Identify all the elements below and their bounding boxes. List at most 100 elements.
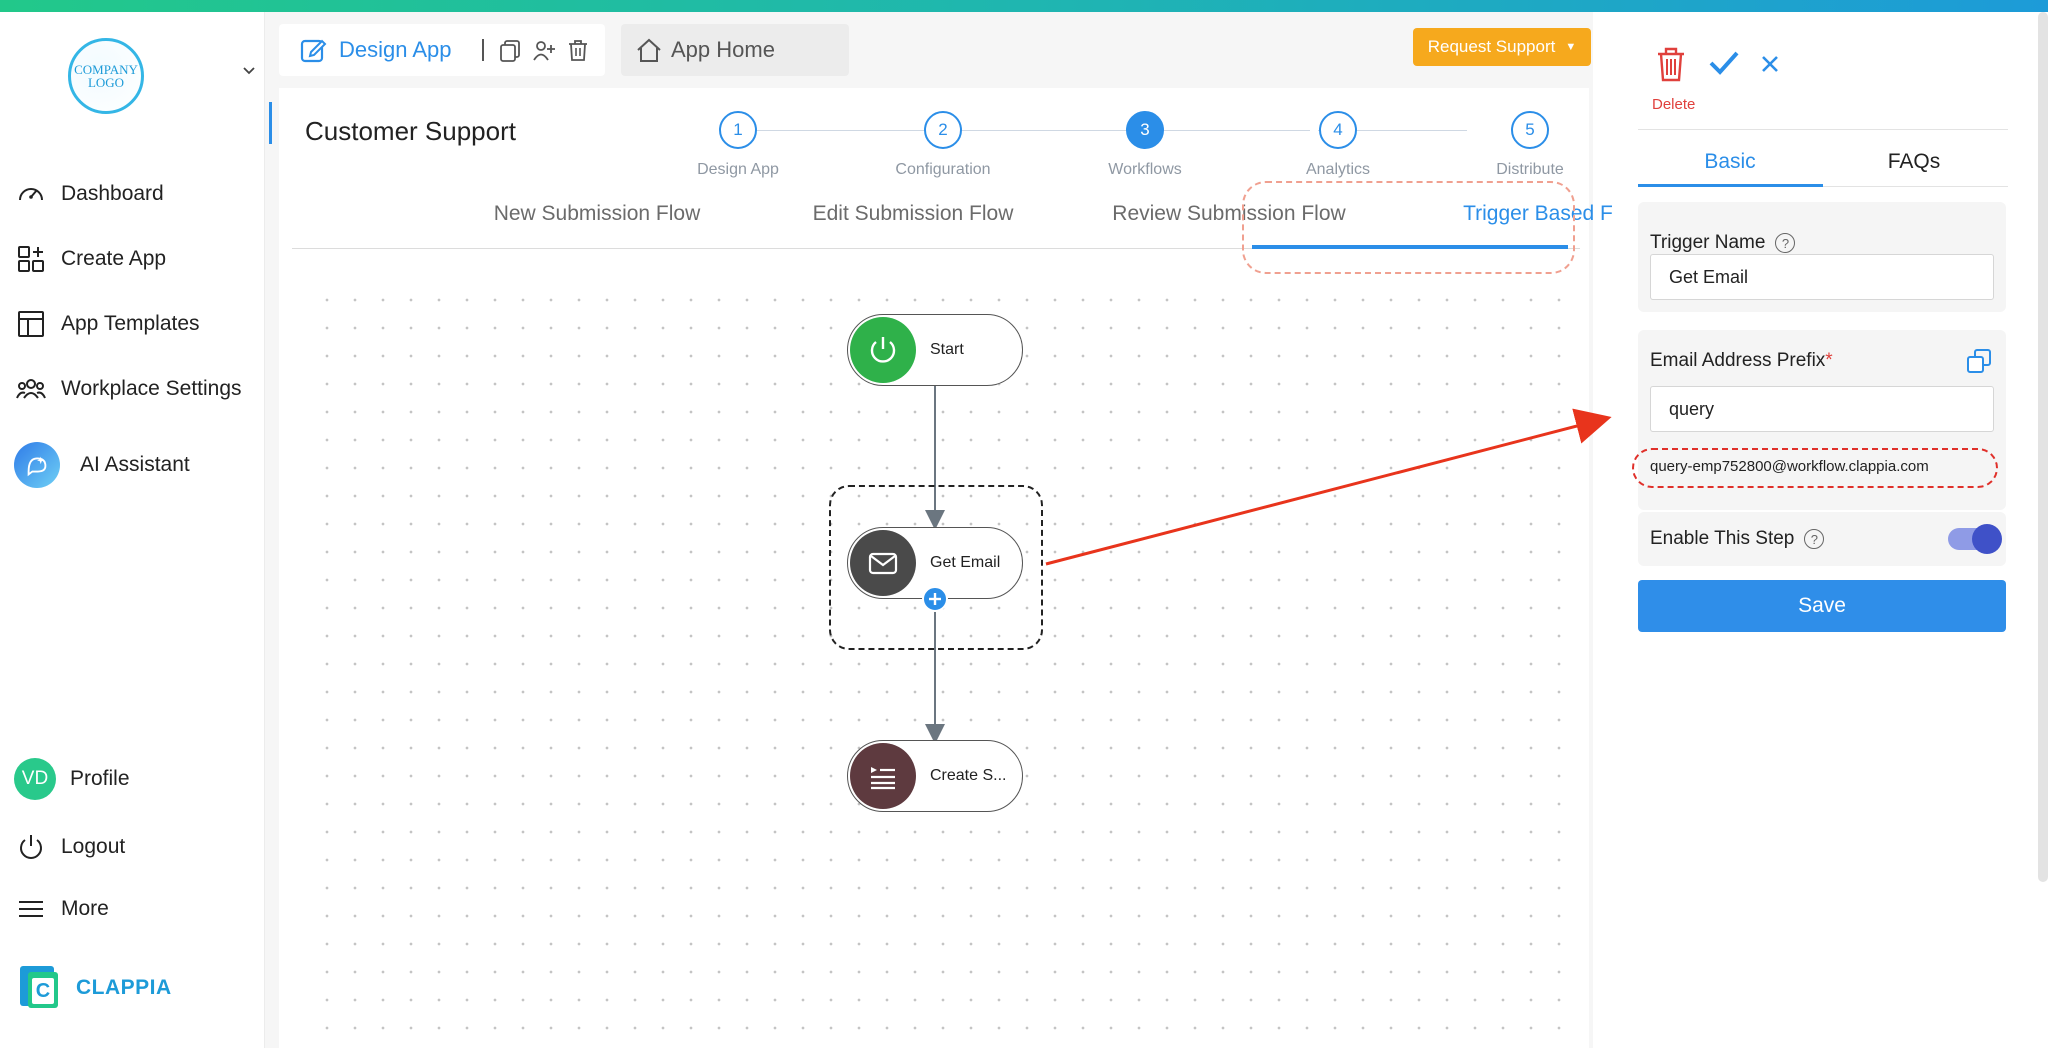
designer-panel: Customer Support 1 2 3 4 5 Design App Co… [269,88,1655,1048]
email-prefix-card: Email Address Prefix* query-emp752800@wo… [1632,330,2006,510]
sidebar-item-label: Logout [61,835,126,858]
ai-sparkle-icon [14,442,60,488]
sidebar-item-logout[interactable]: Logout [16,827,125,867]
sidebar: COMPANY LOGO Dashboard Create App App Te… [0,12,265,1048]
close-icon[interactable] [1760,54,1780,74]
edit-icon [300,39,327,63]
annotation-highlight [1242,181,1575,274]
sidebar-item-dashboard[interactable]: Dashboard [16,174,164,214]
page-accent [269,102,272,144]
trigger-name-input[interactable] [1650,254,1994,300]
sidebar-item-label: Workplace Settings [61,377,242,400]
sidebar-item-workplace-settings[interactable]: Workplace Settings [16,369,242,409]
tab-edit-submission-flow[interactable]: Edit Submission Flow [812,202,1014,225]
tabs-divider [292,248,1580,249]
tab-home-label: App Home [671,37,775,62]
page-title: Customer Support [305,116,516,146]
enable-step-label: Enable This Step ? [1650,528,1825,550]
stepper-line [1318,130,1467,131]
sidebar-item-label: AI Assistant [80,453,190,476]
sidebar-item-label: Create App [61,247,167,270]
add-step-icon[interactable] [922,586,948,612]
copy-icon[interactable] [498,38,522,62]
step-label: Distribute [1496,161,1564,178]
step-5[interactable]: 5 [1511,111,1549,149]
sidebar-item-label: Dashboard [61,182,164,205]
stepper-line [726,130,1310,131]
add-user-icon[interactable] [532,38,556,62]
users-icon [16,379,46,399]
node-label: Create S... [930,767,1007,784]
step-4[interactable]: 4 [1319,111,1357,149]
node-label: Start [930,341,964,358]
annotation-highlight [1632,448,1998,488]
brand-name: CLAPPIA [76,976,172,999]
menu-icon [19,901,43,917]
caret-down-icon: ▼ [1565,41,1577,53]
sidebar-item-profile[interactable]: VD Profile [14,756,130,802]
enable-step-label-text: Enable This Step [1650,528,1795,549]
email-prefix-label-text: Email Address Prefix [1650,350,1826,371]
step-label: Analytics [1305,161,1371,178]
scrollbar[interactable] [2038,12,2048,882]
selected-node-outline [829,485,1043,650]
main-area: Design App App Home Request Support ▼ Cu… [265,12,1655,1048]
sidebar-item-label: More [61,897,109,920]
workflow-node-start[interactable]: Start [847,314,1023,386]
top-accent-bar [0,0,2048,12]
grid-plus-icon [18,246,44,272]
tab-design-label: Design App [339,37,452,62]
step-3[interactable]: 3 [1126,111,1164,149]
request-support-button[interactable]: Request Support ▼ [1413,28,1591,66]
delete-icon[interactable] [1656,46,1686,82]
help-icon[interactable]: ? [1804,529,1825,549]
sidebar-item-ai-assistant[interactable]: AI Assistant [14,440,190,490]
email-address-preview: query-emp752800@workflow.clappia.com [1650,458,1929,475]
active-tab-indicator [1638,184,1823,187]
gauge-icon [19,188,43,201]
trigger-name-label: Trigger Name ? [1650,232,1796,254]
tab-design-app[interactable]: Design App [279,24,605,76]
tab-new-submission-flow[interactable]: New Submission Flow [493,202,701,225]
trigger-name-card: Trigger Name ? [1638,202,2006,312]
check-icon[interactable] [1708,50,1740,76]
delete-label: Delete [1652,96,1696,113]
brand: C CLAPPIA [20,966,172,1010]
node-label: Get Email [930,554,1001,571]
trigger-name-label-text: Trigger Name [1650,232,1766,253]
email-prefix-label: Email Address Prefix* [1650,350,1833,372]
enable-step-card: Enable This Step ? [1638,512,2006,566]
copy-icon[interactable] [1966,348,1992,374]
step-config-panel: Delete Basic FAQs Trigger Name ? Email A… [1612,12,2048,1048]
step-2[interactable]: 2 [924,111,962,149]
step-label: Configuration [895,161,991,178]
avatar: VD [14,758,56,800]
trash-icon[interactable] [566,38,590,62]
home-icon [637,38,661,62]
tabs-divider [1638,186,2008,187]
workflow-node-create-submission[interactable]: Create S... [847,740,1023,812]
tab-faqs[interactable]: FAQs [1887,150,1941,173]
company-logo[interactable]: COMPANY LOGO [68,38,144,114]
enable-step-toggle[interactable] [1948,524,2002,554]
tab-app-home[interactable]: App Home [621,24,849,76]
layout-icon [18,311,44,337]
step-label: Workflows [1108,161,1182,178]
logo-text: COMPANY LOGO [74,62,138,90]
tab-trigger-based-flows[interactable]: Trigger Based Flows [1463,202,1655,225]
email-prefix-input[interactable] [1650,386,1994,432]
tab-review-submission-flow[interactable]: Review Submission Flow [1112,202,1346,225]
step-1[interactable]: 1 [719,111,757,149]
sidebar-item-create-app[interactable]: Create App [16,239,166,279]
sidebar-item-label: App Templates [61,312,200,335]
workflow-canvas[interactable] [305,278,1575,1048]
toggle-knob [1972,524,2002,554]
sidebar-item-app-templates[interactable]: App Templates [16,304,200,344]
help-icon[interactable]: ? [1775,233,1796,253]
save-button[interactable]: Save [1638,580,2006,632]
divider [1638,129,2008,130]
tab-basic[interactable]: Basic [1704,150,1756,173]
sidebar-item-more[interactable]: More [16,889,109,929]
chevron-down-icon[interactable] [242,64,256,78]
power-icon [20,835,42,859]
